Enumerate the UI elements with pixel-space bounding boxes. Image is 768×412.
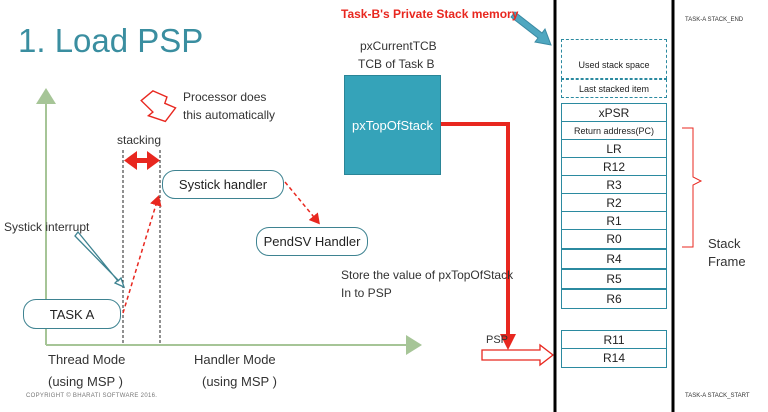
task-a-node: TASK A — [23, 299, 121, 329]
copyright-text: COPYRIGHT © BHARATI SOFTWARE 2016. — [26, 393, 158, 399]
private-stack-title: Task-B's Private Stack memory — [341, 7, 519, 21]
systick-handler-node: Systick handler — [162, 170, 284, 199]
current-tcb-label: pxCurrentTCB — [360, 39, 437, 53]
tcb-of-task-b-label: TCB of Task B — [358, 57, 435, 71]
tcb-box: pxTopOfStack — [344, 75, 441, 175]
psp-arrow-icon — [481, 343, 555, 367]
processor-note-line2: this automatically — [183, 108, 276, 122]
stack-cell-r4: R4 — [561, 249, 667, 269]
stack-cell-pc: Return address(PC) — [561, 121, 667, 141]
stack-cell-xpsr: xPSR — [561, 103, 667, 123]
flow-arrow-systick-to-pendsv — [284, 181, 320, 225]
hollow-down-arrow-icon — [140, 90, 177, 123]
stack-frame-label-line1: Stack — [708, 236, 741, 251]
stack-cell-r3: R3 — [561, 175, 667, 195]
thread-mode-label: Thread Mode — [48, 352, 126, 367]
used-stack-space: Used stack space — [561, 39, 667, 79]
psp-label: PSP — [486, 334, 509, 346]
flow-arrow-task-to-systick — [122, 195, 162, 314]
last-stacked-item: Last stacked item — [561, 79, 667, 98]
systick-interrupt-arrow — [74, 230, 126, 289]
thread-mode-msp-label: (using MSP ) — [48, 374, 123, 389]
top-of-stack-pointer — [440, 122, 516, 350]
stack-cell-r12: R12 — [561, 157, 667, 177]
stacking-label: stacking — [117, 133, 162, 147]
pendsv-handler-node: PendSV Handler — [256, 227, 368, 256]
handler-mode-msp-label: (using MSP ) — [202, 374, 277, 389]
stack-memory: Used stack space Last stacked item xPSR … — [554, 0, 674, 412]
stack-cell-lr: LR — [561, 139, 667, 159]
stacking-double-arrow — [124, 151, 160, 170]
systick-interrupt-label: Systick interrupt — [4, 220, 90, 234]
stack-cell-r5: R5 — [561, 269, 667, 289]
stack-cell-r1: R1 — [561, 211, 667, 231]
handler-mode-label: Handler Mode — [194, 352, 276, 367]
stack-cell-r0: R0 — [561, 229, 667, 249]
slide-title: 1. Load PSP — [18, 22, 204, 59]
private-stack-pointer-icon — [510, 11, 552, 46]
stack-cell-r14: R14 — [561, 348, 667, 368]
stack-frame-label-line2: Frame — [708, 254, 746, 269]
store-note-line1: Store the value of pxTopOfStack — [341, 268, 514, 282]
stack-start-tag: TASK-A STACK_START — [685, 393, 750, 399]
store-note-line2: In to PSP — [341, 286, 392, 300]
stack-frame-brace — [682, 127, 703, 248]
stack-cell-r2: R2 — [561, 193, 667, 213]
stack-cell-r11: R11 — [561, 330, 667, 350]
stack-cell-r6: R6 — [561, 289, 667, 309]
processor-note-line1: Processor does — [183, 90, 267, 104]
stack-end-tag: TASK-A STACK_END — [685, 17, 744, 23]
used-stack-space-label: Used stack space — [578, 60, 650, 70]
top-of-stack-field: pxTopOfStack — [352, 117, 433, 133]
